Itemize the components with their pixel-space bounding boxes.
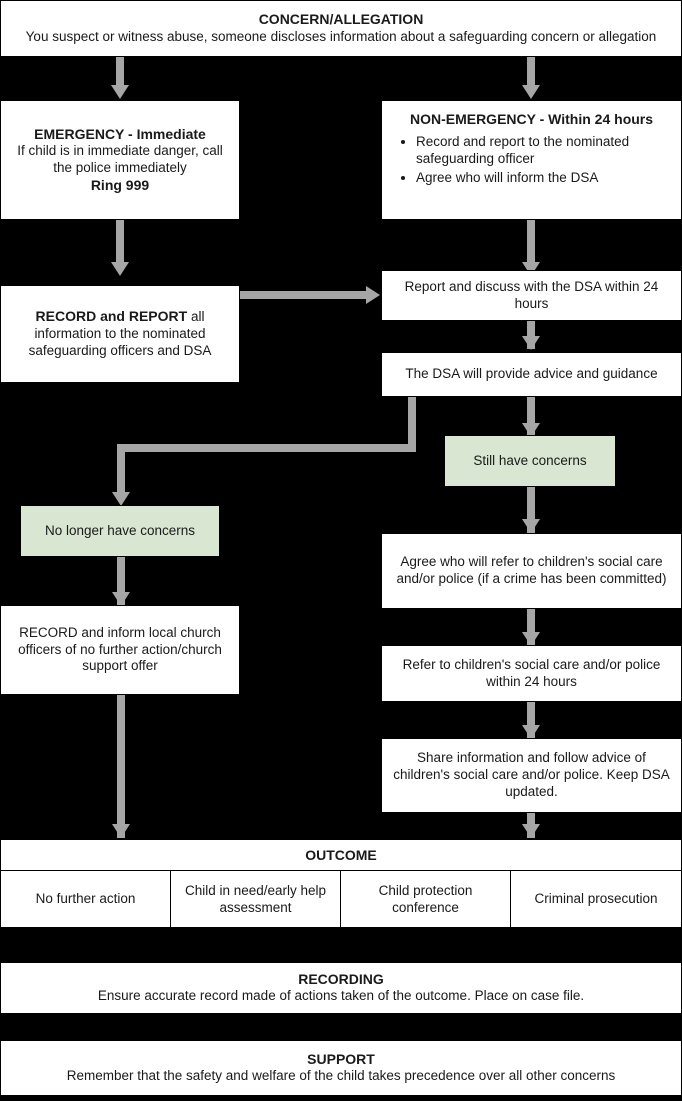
connector-record-church-to-outcome (117, 695, 125, 838)
connector-branch-left (117, 444, 416, 452)
record-report-strong: RECORD and REPORT (35, 308, 188, 325)
node-dsa-advice: The DSA will provide advice and guidance (381, 352, 682, 397)
emergency-action: Ring 999 (90, 176, 150, 193)
non-emergency-bullet: Agree who will inform the DSA (416, 169, 673, 187)
dsa-advice-text: The DSA will provide advice and guidance (405, 366, 658, 382)
concern-allegation-body: You suspect or witness abuse, someone di… (25, 28, 657, 44)
connector-dsa-advice-to-still-concerns (527, 397, 535, 435)
support-body: Remember that the safety and welfare of … (66, 1068, 616, 1084)
arrowhead-no-longer-concerns-to-record-church (112, 592, 130, 606)
report-discuss-text: Report and discuss with the DSA within 2… (404, 278, 659, 311)
arrowhead-report-discuss-to-dsa-advice (522, 336, 540, 350)
connector-still-concerns-to-agree-refer (527, 487, 535, 533)
record-report-rest: all information to the nominated safegua… (28, 309, 212, 358)
arrowhead-refer-24-to-share-info (522, 725, 540, 739)
node-agree-who-will-refer: Agree who will refer to children's socia… (381, 533, 682, 609)
node-record-inform-church: RECORD and inform local church officers … (0, 605, 240, 695)
connector-report-discuss-to-dsa-advice (527, 321, 535, 349)
connector-branch-to-no-longer-concerns (117, 444, 125, 500)
emergency-body: If child is in immediate danger, call th… (17, 143, 223, 175)
outcome-cell: No further action (1, 871, 171, 928)
node-concern-allegation: CONCERN/ALLEGATION You suspect or witnes… (0, 0, 682, 57)
connector-non-emergency-to-report-discuss (527, 220, 535, 266)
arrowhead-concern-to-non-emergency (522, 85, 540, 99)
concern-allegation-heading: CONCERN/ALLEGATION (258, 11, 424, 28)
still-have-concerns-text: Still have concerns (473, 452, 587, 468)
arrowhead-still-concerns-to-agree-refer (522, 519, 540, 533)
arrowhead-dsa-advice-to-still-concerns (522, 423, 540, 437)
arrowhead-agree-refer-to-refer-24 (522, 632, 540, 646)
connector-concern-to-emergency (116, 57, 124, 89)
connector-concern-to-non-emergency (527, 57, 535, 89)
node-outcome: OUTCOME No further action Child in need/… (0, 839, 682, 928)
node-refer-within-24-hours: Refer to children's social care and/or p… (381, 645, 682, 702)
outcome-cell: Child in need/early help assessment (171, 871, 341, 928)
connector-no-longer-concerns-to-record-church (117, 557, 125, 605)
no-longer-have-concerns-text: No longer have concerns (44, 522, 196, 538)
outcome-heading: OUTCOME (1, 840, 681, 871)
recording-heading: RECORDING (298, 970, 384, 987)
connector-refer-24-to-share-info (527, 702, 535, 738)
connector-record-to-report-discuss (240, 291, 368, 299)
connector-branch-down-stub (408, 397, 416, 452)
non-emergency-bullet: Record and report to the nominated safeg… (416, 133, 673, 168)
connector-agree-refer-to-refer-24 (527, 609, 535, 645)
outcome-cell-row: No further action Child in need/early he… (1, 871, 681, 928)
outcome-cell: Criminal prosecution (534, 891, 658, 907)
connector-emergency-to-record (116, 220, 124, 266)
node-report-discuss-dsa: Report and discuss with the DSA within 2… (381, 270, 682, 321)
support-heading: SUPPORT (307, 1050, 375, 1067)
non-emergency-bullet-list: Record and report to the nominated safeg… (390, 133, 673, 188)
arrowhead-record-church-to-outcome (112, 824, 130, 838)
node-support: SUPPORT Remember that the safety and wel… (0, 1040, 682, 1096)
node-emergency: EMERGENCY - Immediate If child is in imm… (0, 100, 240, 220)
record-inform-church-text: RECORD and inform local church officers … (18, 624, 222, 674)
arrowhead-concern-to-emergency (111, 85, 129, 99)
node-record-and-report: RECORD and REPORT all information to the… (0, 285, 240, 383)
node-no-longer-have-concerns: No longer have concerns (20, 505, 220, 557)
node-share-information: Share information and follow advice of c… (381, 738, 682, 813)
arrowhead-record-to-report-discuss (366, 286, 380, 304)
node-still-have-concerns: Still have concerns (444, 435, 616, 487)
node-recording: RECORDING Ensure accurate record made of… (0, 962, 682, 1014)
recording-body: Ensure accurate record made of actions t… (97, 988, 585, 1004)
arrowhead-share-info-to-outcome (522, 824, 540, 838)
non-emergency-heading: NON-EMERGENCY - Within 24 hours (409, 111, 654, 127)
node-non-emergency: NON-EMERGENCY - Within 24 hours Record a… (381, 100, 682, 220)
arrowhead-branch-to-no-longer-concerns (112, 492, 130, 506)
refer-24-text: Refer to children's social care and/or p… (402, 656, 661, 689)
agree-refer-text: Agree who will refer to children's socia… (396, 554, 667, 586)
record-report-text: RECORD and REPORT all information to the… (9, 308, 231, 360)
share-info-text: Share information and follow advice of c… (393, 750, 670, 799)
arrowhead-emergency-to-record (111, 262, 129, 276)
emergency-heading: EMERGENCY - Immediate (34, 125, 206, 142)
outcome-cell: Child protection conference (341, 871, 511, 928)
